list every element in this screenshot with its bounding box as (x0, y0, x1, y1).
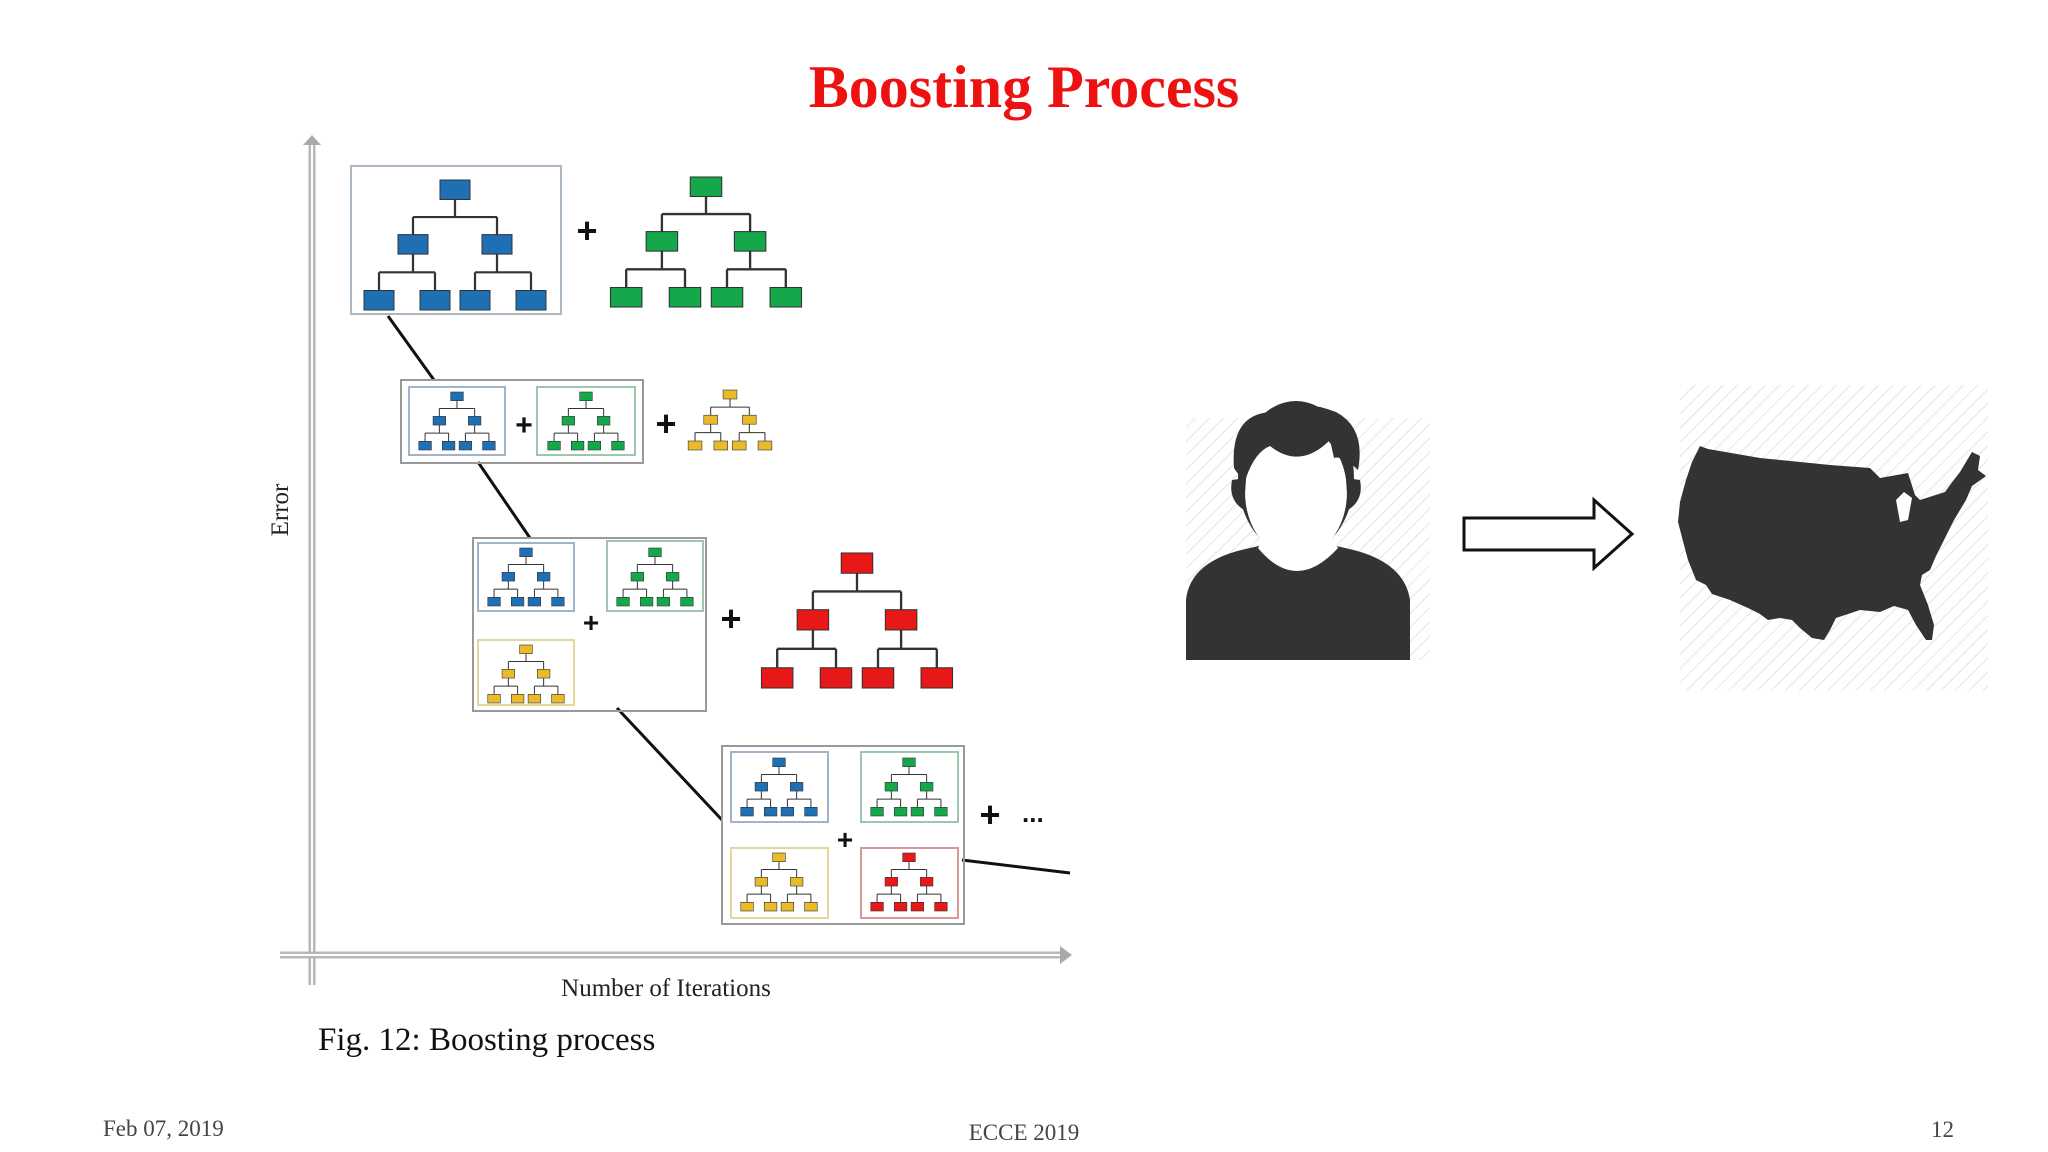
stage-3-yellow-box (477, 639, 575, 706)
tree-stage4-yellow (740, 852, 818, 912)
plus-sign-7: + (979, 794, 1000, 835)
error-curve (386, 315, 1071, 875)
stage-2-green-box (536, 386, 636, 456)
stage-2-blue-box (408, 386, 506, 456)
tree-stage1-green (609, 176, 803, 308)
footer-page-number: 12 (1931, 1117, 1954, 1142)
tree-stage2-blue (418, 391, 496, 451)
plus-sign-5: + (720, 598, 741, 639)
footer-conference: ECCE 2019 (968, 1120, 1080, 1145)
tree-stage3-yellow (487, 644, 565, 704)
ellipsis: ... (1022, 798, 1044, 828)
slide-title: Boosting Process (808, 54, 1240, 120)
stage-3-box (472, 537, 707, 712)
right-arrow-icon (1462, 496, 1635, 572)
tree-stage4-red (870, 852, 948, 912)
tree-stage3-red (760, 552, 954, 689)
stage-4-box (721, 745, 965, 925)
tree-stage4-blue (740, 757, 818, 817)
x-axis (280, 946, 1072, 964)
tree-stage2-green (547, 391, 625, 451)
x-axis-label: Number of Iterations (561, 975, 771, 1002)
stage-3-blue-box (477, 542, 575, 612)
plus-sign-6: + (837, 824, 853, 855)
stage-2-box (400, 379, 644, 464)
plus-sign-4: + (583, 607, 599, 638)
tree-stage3-green (616, 547, 694, 607)
footer-date: Feb 07, 2019 (103, 1116, 224, 1141)
usa-map-icon (1678, 446, 1986, 640)
y-axis-label: Error (267, 483, 294, 536)
stage-1-box (350, 165, 562, 315)
stage-4-red-box (860, 847, 959, 919)
tree-stage2-yellow (687, 389, 773, 451)
tree-stage4-green (870, 757, 948, 817)
plus-sign-2: + (515, 409, 533, 442)
y-axis (303, 135, 321, 985)
person-silhouette-icon (1186, 401, 1410, 660)
stage-4-green-box (860, 751, 959, 823)
figure-caption: Fig. 12: Boosting process (318, 1022, 656, 1058)
stage-4-blue-box (730, 751, 829, 823)
plus-sign-1: + (576, 210, 597, 251)
tree-stage1-blue (363, 179, 547, 311)
plus-sign-3: + (655, 403, 676, 444)
stage-3-green-box (606, 540, 704, 612)
tree-stage3-blue (487, 547, 565, 607)
stage-4-yellow-box (730, 847, 829, 919)
